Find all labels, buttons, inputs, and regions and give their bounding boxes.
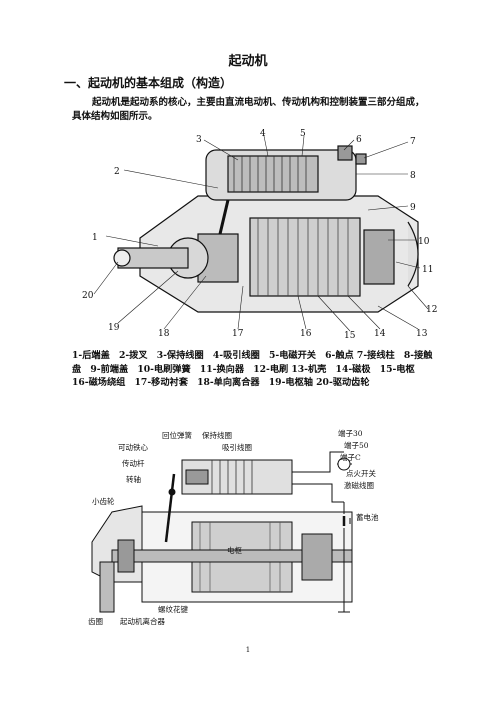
callout-17: 17	[232, 329, 244, 339]
label-armature: 电枢	[227, 545, 242, 555]
callout-4: 4	[260, 129, 266, 139]
label-pull-coil: 吸引线圈	[222, 442, 252, 452]
callout-20: 20	[82, 291, 94, 301]
callout-7: 7	[410, 137, 416, 147]
callout-10: 10	[418, 237, 430, 247]
label-spring: 回位弹簧	[162, 430, 192, 440]
label-terminal30: 端子30	[338, 428, 363, 438]
label-pivot: 转轴	[126, 474, 141, 484]
intro-paragraph: 起动机是起动系的核心，主要由直流电动机、传动机构和控制装置三部分组成，具体结构如…	[72, 97, 425, 122]
label-hold-coil: 保持线圈	[202, 430, 232, 440]
callout-6: 6	[356, 135, 362, 145]
page-number: 1	[245, 646, 251, 654]
label-ignition: 点火开关	[346, 468, 376, 478]
label-lever: 传动杆	[122, 458, 145, 468]
label-clutch: 起动机离合器	[120, 616, 165, 626]
label-ring-gear: 齿圈	[88, 617, 103, 626]
page-title: 起动机	[228, 54, 268, 69]
starter-schematic-figure: 回位弹簧 保持线圈 可动铁心 吸引线圈 传动杆 转轴 小齿轮 电枢 端子30 端…	[88, 428, 379, 626]
callout-14: 14	[374, 329, 386, 339]
label-spline: 螺纹花键	[158, 604, 188, 614]
callout-19: 19	[108, 323, 120, 333]
callout-13: 13	[416, 329, 428, 339]
callout-15: 15	[344, 331, 356, 341]
callout-2: 2	[114, 167, 120, 177]
callout-8: 8	[410, 171, 416, 181]
callout-9: 9	[410, 203, 416, 213]
callout-3: 3	[196, 135, 202, 145]
label-terminal50: 端子50	[344, 440, 369, 450]
callout-11: 11	[422, 265, 433, 275]
callout-12: 12	[426, 305, 437, 315]
label-pinion: 小齿轮	[92, 496, 115, 506]
label-movable-core: 可动铁心	[118, 442, 148, 452]
starter-cutaway-figure: 1 2 3 4 5 6 7 8 9 10 11 12 13 14 15 16 1…	[82, 129, 437, 341]
callout-16: 16	[300, 329, 312, 339]
label-terminalC: 端子C	[340, 452, 361, 462]
label-field-coil: 激磁线圈	[344, 480, 374, 490]
figure1-caption: 1-后端盖 2-拨叉 3-保持线圈 4-吸引线圈 5-电磁开关 6-触点 7-接…	[72, 350, 433, 388]
label-battery: 蓄电池	[356, 512, 379, 522]
callout-1: 1	[92, 233, 98, 243]
callout-18: 18	[158, 329, 170, 339]
section-heading: 一、起动机的基本组成（构造）	[64, 76, 233, 90]
callout-5: 5	[300, 129, 306, 139]
